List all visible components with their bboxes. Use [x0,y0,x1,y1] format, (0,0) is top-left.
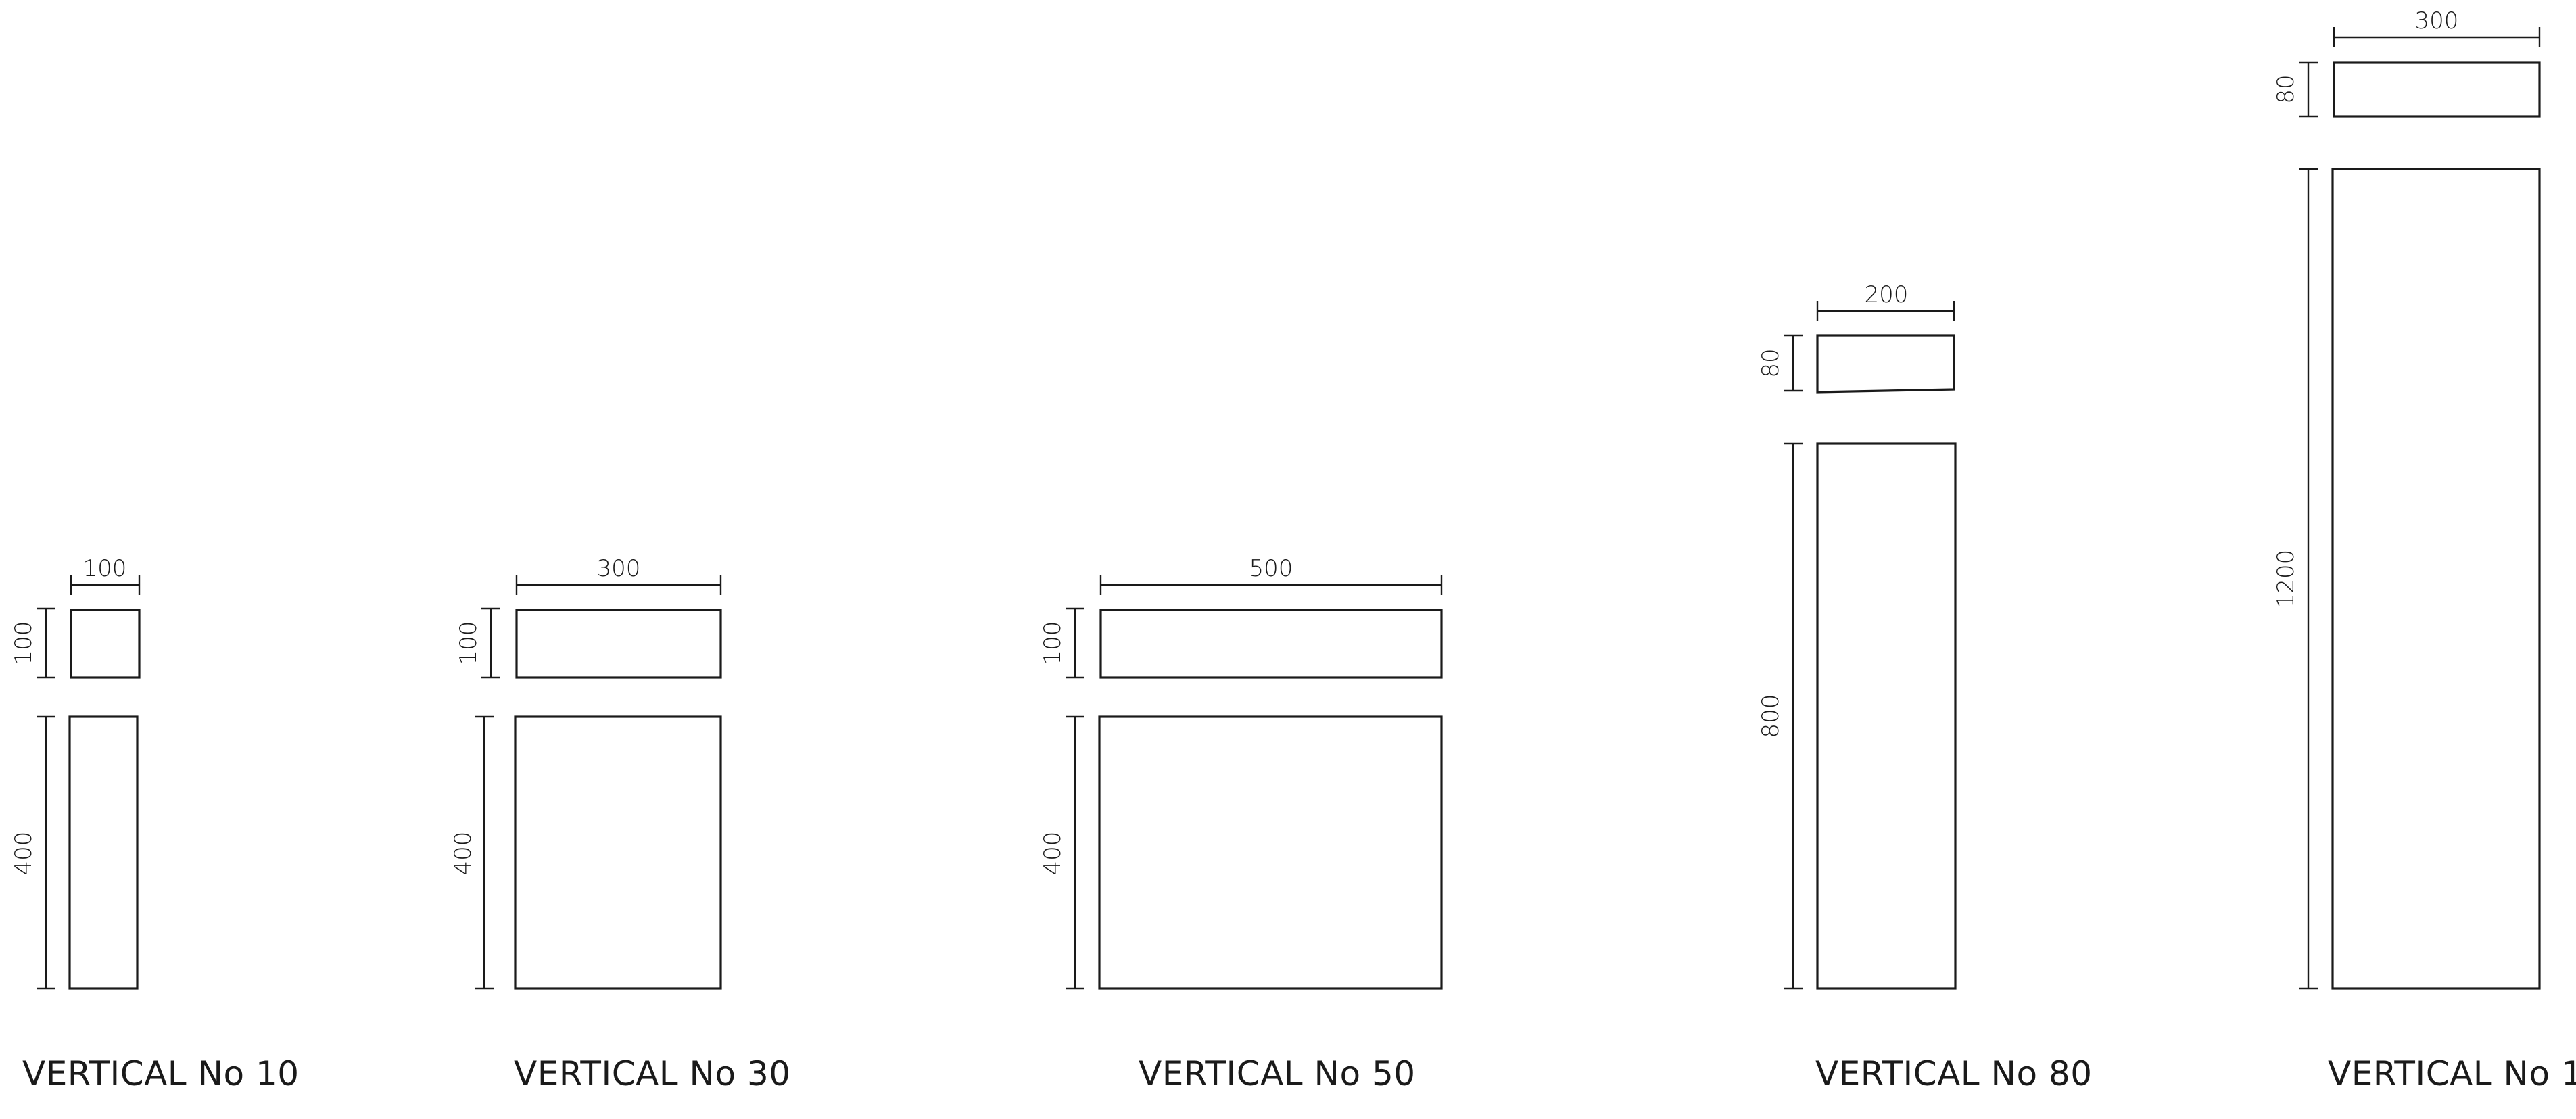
top-width-dimension: 100 [70,555,141,595]
top-width-value: 300 [597,555,641,582]
body-block [1816,442,1957,990]
top-height-value: 80 [2272,74,2299,103]
top-height-dimension: 80 [1757,334,1803,392]
top-height-dimension: 100 [10,607,55,679]
product-label: VERTICAL No 80 [1815,1054,2093,1093]
top-width-dimension: 300 [2333,7,2541,47]
top-height-value: 100 [1039,621,1066,665]
body-height-dimension: 400 [450,715,494,990]
product-vertical-120: 300 80 1200 VERTICAL No 120 [2272,7,2576,1093]
product-label: VERTICAL No 10 [22,1054,300,1093]
body-height-value: 1200 [2272,550,2299,609]
product-label: VERTICAL No 50 [1139,1054,1416,1093]
body-height-dimension: 800 [1757,442,1803,990]
top-block [2333,61,2541,118]
top-width-dimension: 500 [1099,555,1443,595]
top-block [1099,609,1443,679]
top-block [70,609,141,679]
body-height-value: 400 [450,832,477,876]
top-height-value: 80 [1757,348,1784,377]
top-height-value: 100 [10,621,37,665]
body-height-value: 400 [1039,832,1066,876]
top-width-dimension: 300 [515,555,722,595]
body-block [514,715,722,990]
body-block [1098,715,1443,990]
top-width-dimension: 200 [1816,281,1955,321]
top-width-value: 500 [1249,555,1293,582]
top-height-value: 100 [455,621,482,665]
product-vertical-10: 100 100 400 VERTICAL No 10 [10,555,300,1093]
top-height-dimension: 80 [2272,61,2318,118]
body-height-dimension: 400 [1039,715,1084,990]
top-width-value: 300 [2415,7,2459,34]
top-width-value: 200 [1865,281,1909,308]
body-block [68,715,139,990]
body-block [2331,168,2541,990]
top-block [515,609,722,679]
body-height-value: 800 [1757,694,1784,738]
body-height-value: 400 [10,832,37,876]
body-height-dimension: 400 [10,715,55,990]
product-label: VERTICAL No 120 [2328,1054,2576,1093]
body-height-dimension: 1200 [2272,168,2318,990]
product-vertical-50: 500 100 400 VERTICAL No 50 [1039,555,1443,1093]
top-width-value: 100 [83,555,127,582]
product-vertical-80: 200 80 800 VERTICAL No 80 [1757,281,2093,1093]
product-vertical-30: 300 100 400 VERTICAL No 30 [450,555,791,1093]
top-block [1816,334,1955,394]
product-label: VERTICAL No 30 [514,1054,791,1093]
top-height-dimension: 100 [1039,607,1084,679]
top-height-dimension: 100 [455,607,500,679]
